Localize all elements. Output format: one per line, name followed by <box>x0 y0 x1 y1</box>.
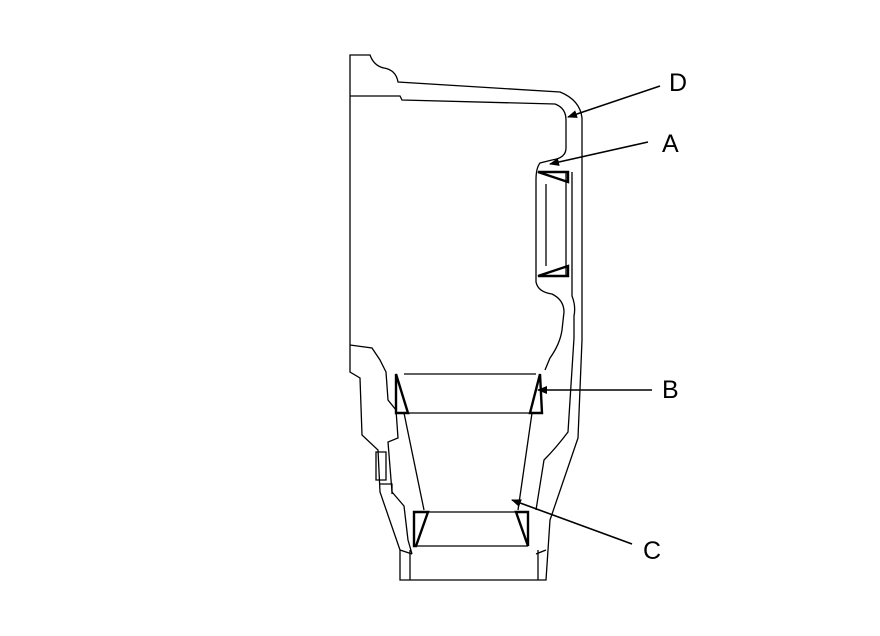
callout-c: C <box>643 537 661 565</box>
bearing-b-right-wedge <box>528 373 544 415</box>
left-stepped-wall <box>349 344 413 555</box>
bearing-b-race <box>404 373 536 414</box>
bearing-a-race <box>540 171 567 277</box>
tapered-bore-right <box>517 412 533 511</box>
callout-b: B <box>662 376 679 404</box>
right-inner-contour <box>535 172 576 511</box>
housing-outer-outline <box>349 54 583 581</box>
leader-d <box>567 85 661 118</box>
bearing-b-left-wedge <box>394 373 410 415</box>
callout-d: D <box>669 69 687 97</box>
leader-c <box>511 499 633 545</box>
bearing-c-race <box>416 511 528 547</box>
bearing-c-right-wedge <box>514 510 530 547</box>
bearing-a-bottom-wedge <box>537 264 570 278</box>
tapered-bore-left <box>403 412 425 511</box>
bearing-a-top-wedge <box>537 170 570 184</box>
bearing-c-left-wedge <box>412 510 430 548</box>
left-wall-detail <box>375 451 393 494</box>
leader-a <box>549 141 649 166</box>
housing-inner-wall <box>350 95 567 371</box>
callout-a: A <box>662 130 679 158</box>
bottom-flange <box>399 549 547 580</box>
